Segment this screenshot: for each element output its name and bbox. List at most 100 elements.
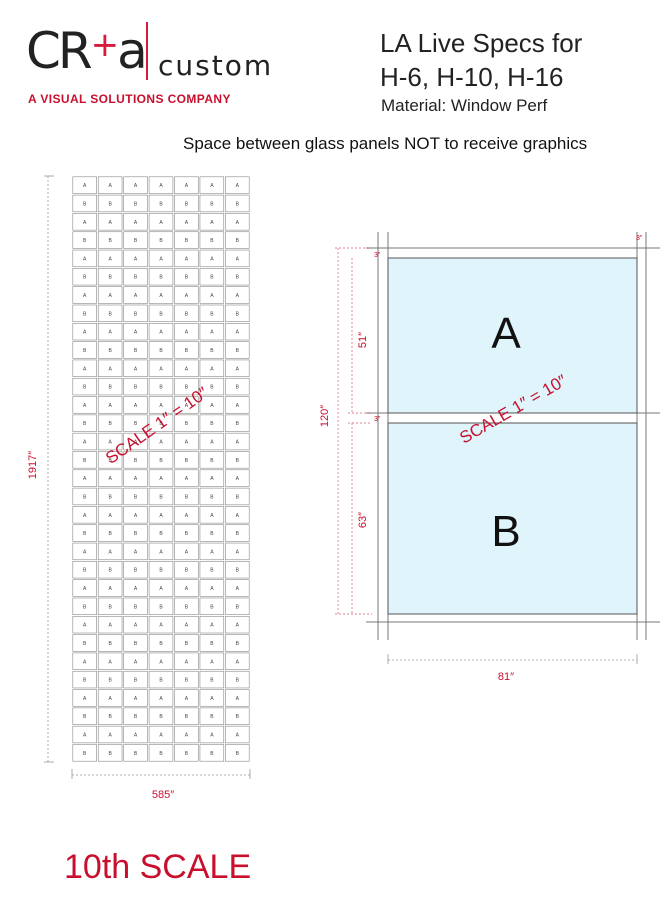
- grid-panel-label: B: [134, 531, 138, 537]
- grid-panel-cell: [199, 689, 225, 707]
- grid-panel-label: A: [236, 476, 240, 482]
- grid-panel-label: A: [108, 256, 112, 262]
- grid-panel-cell: [148, 707, 174, 725]
- grid-panel-cell: [72, 322, 97, 341]
- grid-panel-label: A: [159, 549, 163, 555]
- grid-panel-cell: [225, 414, 250, 432]
- grid-panel-cell: [97, 451, 123, 469]
- grid-panel-label: B: [83, 458, 87, 464]
- grid-panel-cell: [148, 689, 174, 707]
- grid-panel-cell: [174, 725, 199, 744]
- grid-panel-label: B: [159, 531, 163, 537]
- grid-panel-label: A: [83, 696, 87, 702]
- grid-panel-cell: [72, 652, 97, 670]
- grid-panel-label: A: [159, 256, 163, 262]
- grid-panel-cell: [225, 561, 250, 579]
- grid-panel-cell: [148, 377, 174, 396]
- right-width-label: 81″: [498, 671, 514, 683]
- grid-panel-cell: [225, 194, 250, 213]
- grid-panel-label: A: [108, 513, 112, 519]
- grid-panel-cell: [97, 341, 123, 359]
- grid-panel-label: B: [83, 494, 87, 500]
- grid-panel-cell: [174, 524, 199, 542]
- grid-panel-label: A: [210, 366, 214, 372]
- grid-panel-label: B: [108, 275, 112, 281]
- grid-panel-cell: [123, 725, 148, 744]
- grid-panel-cell: [97, 487, 123, 506]
- grid-panel-label: B: [108, 311, 112, 317]
- grid-panel-cell: [123, 213, 148, 231]
- grid-panel-label: B: [134, 641, 138, 647]
- grid-panel-label: A: [134, 476, 138, 482]
- grid-panel-label: B: [83, 604, 87, 610]
- grid-panel-cell: [174, 707, 199, 725]
- grid-panel-cell: [174, 414, 199, 432]
- grid-panel-cell: [72, 268, 97, 286]
- grid-panel-cell: [97, 542, 123, 561]
- grid-panel-cell: [148, 341, 174, 359]
- left-height-dimension: [44, 175, 54, 763]
- grid-panel-cell: [72, 377, 97, 396]
- grid-panel-cell: [225, 469, 250, 487]
- grid-panel-label: B: [185, 714, 189, 720]
- grid-panel-cell: [123, 597, 148, 615]
- grid-panel-label: B: [108, 458, 112, 464]
- grid-panel-label: B: [210, 275, 214, 281]
- grid-panel-cell: [225, 524, 250, 542]
- grid-panel-cell: [225, 432, 250, 451]
- glass-panel-b: [387, 422, 638, 615]
- grid-panel-label: A: [83, 183, 87, 189]
- grid-panel-cell: [148, 359, 174, 377]
- grid-panel-cell: [123, 561, 148, 579]
- grid-panel-label: B: [185, 568, 189, 574]
- grid-panel-label: B: [185, 678, 189, 684]
- grid-panel-cell: [123, 268, 148, 286]
- grid-panel-label: B: [210, 494, 214, 500]
- grid-panel-cell: [225, 652, 250, 670]
- grid-panel-label: A: [210, 513, 214, 519]
- grid-panel-label: A: [134, 366, 138, 372]
- grid-panel-cell: [123, 194, 148, 213]
- grid-panel-cell: [199, 707, 225, 725]
- grid-panel-cell: [97, 597, 123, 615]
- right-gap-label: 3″: [636, 235, 643, 242]
- grid-panel-cell: [123, 176, 148, 194]
- grid-panel-label: A: [134, 220, 138, 226]
- grid-panel-label: A: [134, 256, 138, 262]
- grid-panel-cell: [148, 194, 174, 213]
- grid-panel-cell: [72, 524, 97, 542]
- grid-panel-cell: [225, 487, 250, 506]
- grid-panel-cell: [199, 249, 225, 268]
- grid-panel-label: B: [108, 385, 112, 391]
- grid-panel-cell: [72, 249, 97, 268]
- grid-panel-cell: [97, 561, 123, 579]
- grid-panel-cell: [148, 615, 174, 634]
- grid-panel-cell: [199, 176, 225, 194]
- grid-panel-cell: [72, 615, 97, 634]
- grid-panel-cell: [97, 396, 123, 414]
- grid-panel-cell: [225, 176, 250, 194]
- grid-panel-cell: [199, 432, 225, 451]
- grid-panel-cell: [174, 561, 199, 579]
- grid-panel-cell: [123, 744, 148, 762]
- grid-panel-label: B: [159, 421, 163, 427]
- grid-panel-cell: [225, 744, 250, 762]
- grid-panel-cell: [199, 377, 225, 396]
- grid-panel-label: B: [108, 348, 112, 354]
- grid-panel-cell: [97, 579, 123, 597]
- grid-panel-cell: [97, 268, 123, 286]
- grid-panel-label: B: [185, 348, 189, 354]
- grid-panel-label: B: [210, 641, 214, 647]
- grid-panel-cell: [123, 249, 148, 268]
- grid-panel-label: A: [108, 330, 112, 336]
- grid-panel-cell: [174, 670, 199, 689]
- grid-panel-cell: [199, 579, 225, 597]
- grid-panel-label: A: [83, 220, 87, 226]
- logo-divider: [146, 22, 148, 80]
- grid-panel-cell: [72, 414, 97, 432]
- grid-panel-cell: [174, 231, 199, 249]
- grid-panel-label: B: [159, 678, 163, 684]
- grid-panel-label: B: [134, 458, 138, 464]
- grid-panel-label: A: [236, 440, 240, 446]
